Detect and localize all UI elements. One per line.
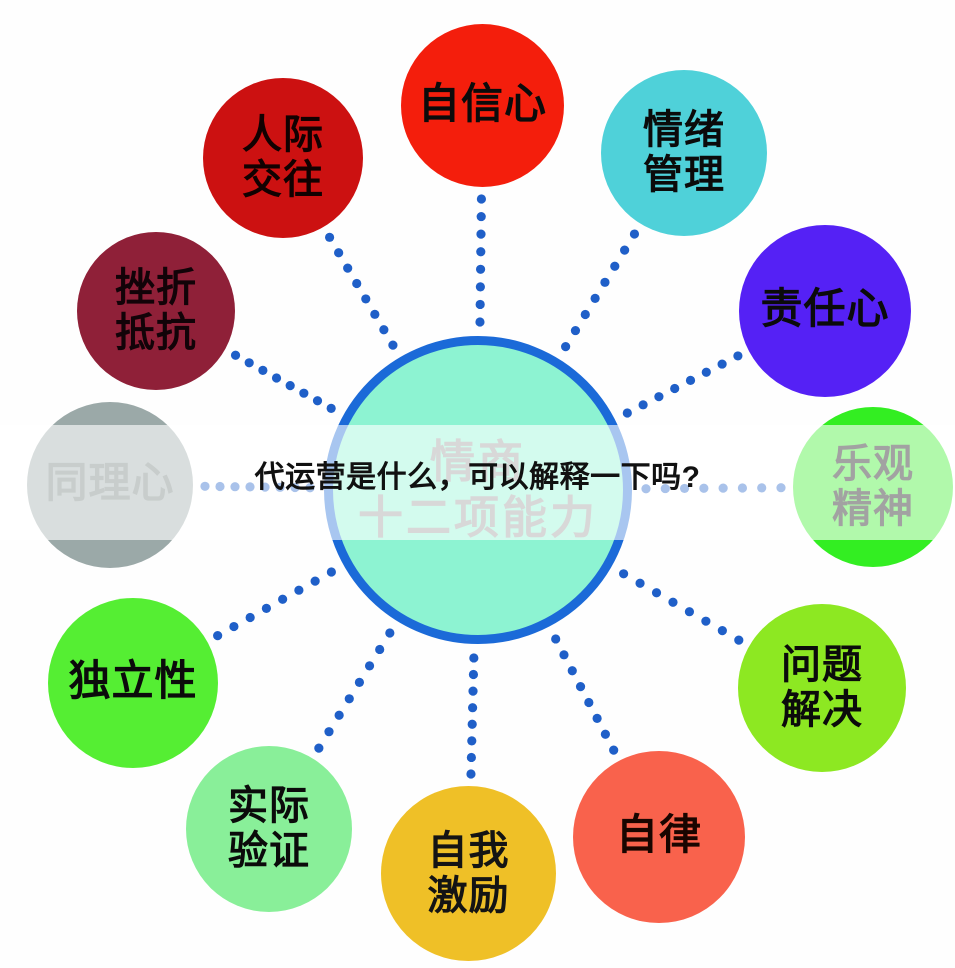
node-verification: 实际验证	[186, 746, 352, 912]
node-responsibility-label-line1: 责任心	[760, 287, 890, 334]
node-verification-label-line2: 验证	[228, 828, 310, 873]
node-selfdiscipline-label-line1: 自律	[615, 813, 702, 860]
node-independence: 独立性	[48, 598, 218, 768]
node-resilience: 挫折抵抗	[77, 232, 235, 390]
node-confidence-label-line1: 自信心	[417, 81, 547, 128]
node-independence-label-line1: 独立性	[68, 659, 198, 706]
overlay-caption: 代运营是什么，可以解释一下吗?	[254, 461, 701, 494]
node-confidence: 自信心	[401, 24, 564, 187]
node-motivation: 自我激励	[381, 786, 556, 961]
node-interpersonal-label-line1: 人际	[242, 112, 324, 158]
node-responsibility: 责任心	[739, 225, 911, 397]
node-emotion-label-line2: 管理	[643, 152, 725, 197]
node-resilience-label-line2: 抵抗	[115, 310, 197, 355]
node-motivation-label-line2: 激励	[427, 872, 510, 918]
node-interpersonal-label-line2: 交往	[242, 157, 324, 202]
node-interpersonal: 人际交往	[203, 78, 363, 238]
node-emotion: 情绪管理	[601, 70, 767, 236]
node-problem: 问题解决	[738, 604, 906, 772]
node-motivation-label-line1: 自我	[427, 827, 510, 873]
node-resilience-label-line1: 挫折	[115, 265, 197, 311]
node-emotion-label-line1: 情绪	[643, 107, 725, 153]
node-problem-label-line2: 解决	[781, 687, 863, 732]
node-selfdiscipline: 自律	[573, 751, 745, 923]
node-verification-label-line1: 实际	[228, 783, 310, 829]
overlay-band	[0, 425, 955, 540]
node-problem-label-line1: 问题	[781, 642, 863, 688]
